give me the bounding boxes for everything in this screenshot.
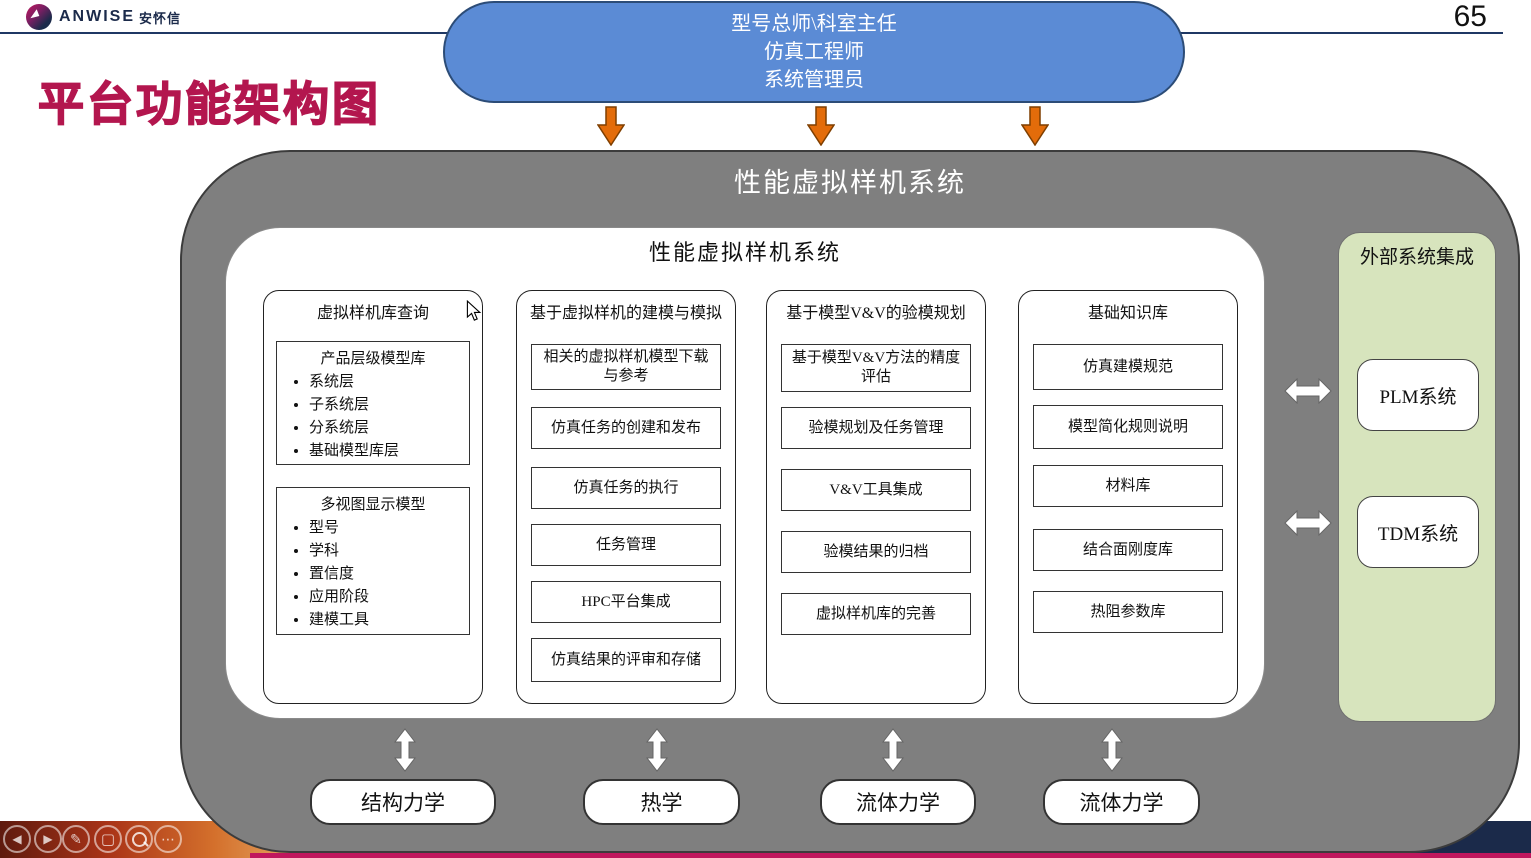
discipline-box: 流体力学	[820, 779, 976, 825]
footer-accent-bar	[250, 853, 1531, 858]
anwise-logo-icon	[26, 4, 52, 30]
role-line: 仿真工程师	[764, 41, 864, 63]
external-integration-panel: 外部系统集成 PLM系统 TDM系统	[1338, 232, 1496, 722]
column-knowledge-base: 基础知识库 仿真建模规范 模型简化规则说明 材料库 结合面刚度库 热阻参数库	[1018, 290, 1238, 704]
column-title: 基于虚拟样机的建模与模拟	[529, 305, 722, 322]
function-box: 热阻参数库	[1033, 591, 1223, 633]
mouse-cursor-icon	[466, 300, 482, 321]
bullet-item: 应用阶段	[309, 586, 469, 609]
bullet-item: 置信度	[309, 563, 469, 586]
function-box: 模型简化规则说明	[1033, 405, 1223, 449]
function-box: 验模规划及任务管理	[781, 407, 971, 449]
logo-cn-text: 安怀信	[139, 10, 182, 26]
bullet-item: 系统层	[309, 371, 469, 394]
column-title: 虚拟样机库查询	[316, 305, 429, 322]
next-slide-icon[interactable]	[34, 825, 62, 853]
bullet-item: 学科	[309, 540, 469, 563]
function-box: 基于模型V&V方法的精度评估	[781, 344, 971, 392]
discipline-box: 结构力学	[310, 779, 496, 825]
roles-pill: 型号总师\科室主任 仿真工程师 系统管理员	[443, 1, 1185, 103]
role-line: 型号总师\科室主任	[731, 13, 897, 35]
down-arrow-icon	[597, 106, 625, 146]
bullet-item: 型号	[309, 517, 469, 540]
function-box: 材料库	[1033, 465, 1223, 507]
tdm-system-box: TDM系统	[1357, 496, 1479, 568]
function-box: HPC平台集成	[531, 581, 721, 623]
bullet-item: 子系统层	[309, 394, 469, 417]
column-virtual-prototype-query: 虚拟样机库查询 产品层级模型库 系统层 子系统层 分系统层 基础模型库层 多视图…	[263, 290, 483, 704]
group-title: 产品层级模型库	[320, 351, 426, 367]
double-arrow-horizontal-icon	[1284, 378, 1332, 404]
double-arrow-vertical-icon	[882, 728, 904, 772]
plm-system-box: PLM系统	[1357, 359, 1479, 431]
zoom-icon[interactable]	[125, 825, 153, 853]
double-arrow-vertical-icon	[1101, 728, 1123, 772]
discipline-box: 热学	[583, 779, 740, 825]
function-box: 相关的虚拟样机模型下载与参考	[531, 344, 721, 390]
slide-title: 平台功能架构图	[37, 77, 381, 131]
function-box: 仿真结果的评审和存储	[531, 638, 721, 682]
double-arrow-vertical-icon	[394, 728, 416, 772]
external-panel-title: 外部系统集成	[1359, 247, 1474, 268]
bullet-item: 基础模型库层	[309, 440, 469, 463]
double-arrow-vertical-icon	[646, 728, 668, 772]
anwise-logo: ANWISE 安怀信	[26, 4, 181, 30]
group-multiview-model: 多视图显示模型 型号 学科 置信度 应用阶段 建模工具	[276, 487, 470, 635]
magnifier-glyph	[131, 831, 147, 847]
overview-icon[interactable]	[94, 825, 122, 853]
function-box: 任务管理	[531, 524, 721, 566]
group-title: 多视图显示模型	[320, 497, 426, 513]
double-arrow-horizontal-icon	[1284, 510, 1332, 536]
function-box: 虚拟样机库的完善	[781, 593, 971, 635]
function-box: 仿真任务的执行	[531, 467, 721, 509]
bullet-item: 分系统层	[309, 417, 469, 440]
function-box: 仿真任务的创建和发布	[531, 407, 721, 449]
system-outer-title: 性能虚拟样机系统	[734, 168, 966, 198]
logo-brand-text: ANWISE	[59, 8, 135, 25]
system-inner-title: 性能虚拟样机系统	[648, 240, 841, 265]
more-icon[interactable]	[154, 825, 182, 853]
function-box: V&V工具集成	[781, 469, 971, 511]
down-arrow-icon	[807, 106, 835, 146]
page-number: 65	[1453, 0, 1487, 33]
column-vv-validation-planning: 基于模型V&V的验模规划 基于模型V&V方法的精度评估 验模规划及任务管理 V&…	[766, 290, 986, 704]
function-box: 仿真建模规范	[1033, 344, 1223, 390]
group-product-model-library: 产品层级模型库 系统层 子系统层 分系统层 基础模型库层	[276, 341, 470, 465]
pen-icon[interactable]	[62, 825, 90, 853]
column-title: 基础知识库	[1087, 305, 1168, 322]
function-box: 验模结果的归档	[781, 531, 971, 573]
previous-slide-icon[interactable]	[3, 825, 31, 853]
down-arrow-icon	[1021, 106, 1049, 146]
column-title: 基于模型V&V的验模规划	[786, 305, 966, 322]
function-box: 结合面刚度库	[1033, 529, 1223, 571]
discipline-box: 流体力学	[1043, 779, 1200, 825]
bullet-item: 建模工具	[309, 609, 469, 632]
column-modeling-simulation: 基于虚拟样机的建模与模拟 相关的虚拟样机模型下载与参考 仿真任务的创建和发布 仿…	[516, 290, 736, 704]
role-line: 系统管理员	[764, 69, 864, 91]
